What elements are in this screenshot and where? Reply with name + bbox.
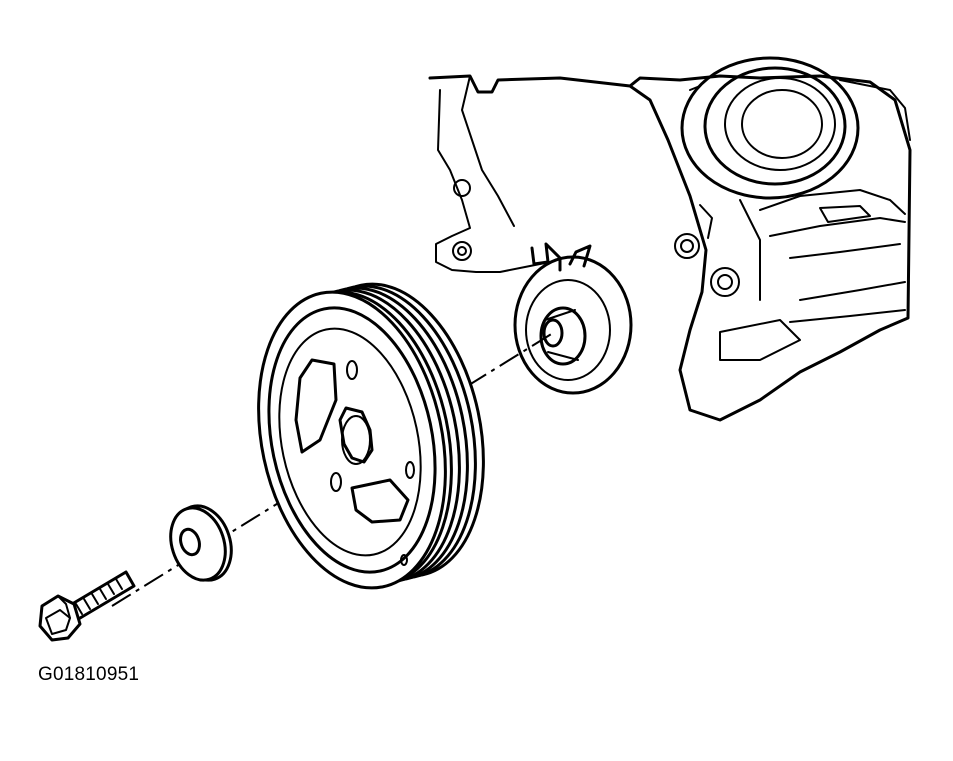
crankshaft-pulley [257, 282, 485, 590]
crankshaft-nose [513, 242, 633, 395]
crankshaft-bolt [38, 570, 136, 642]
figure-id-label: G01810951 [38, 664, 140, 685]
engine-front-cover [428, 56, 912, 422]
washer [169, 504, 233, 582]
